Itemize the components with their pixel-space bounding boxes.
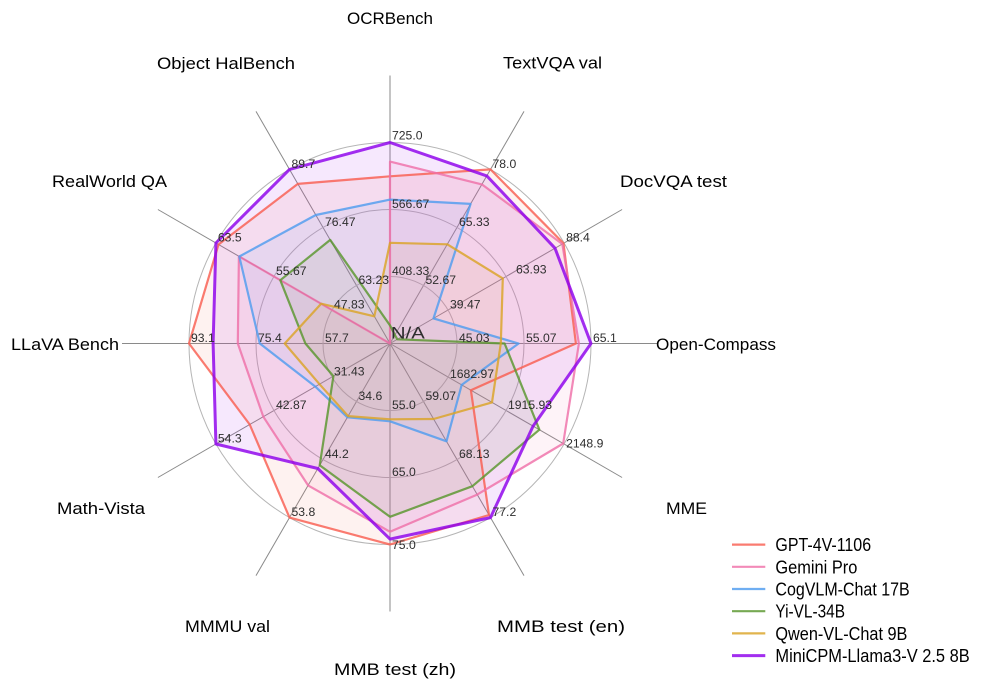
svg-text:65.33: 65.33 [459, 215, 490, 229]
svg-text:RealWorld QA: RealWorld QA [52, 173, 167, 191]
svg-text:93.1: 93.1 [191, 331, 215, 345]
svg-text:63.5: 63.5 [218, 231, 242, 245]
svg-text:65.0: 65.0 [392, 465, 416, 479]
svg-text:57.7: 57.7 [325, 331, 349, 345]
svg-text:63.23: 63.23 [359, 273, 390, 287]
svg-text:N/A: N/A [391, 324, 426, 343]
svg-text:44.2: 44.2 [325, 447, 349, 461]
svg-text:63.93: 63.93 [516, 263, 547, 277]
svg-text:77.2: 77.2 [493, 505, 517, 519]
svg-text:55.67: 55.67 [276, 264, 307, 278]
svg-text:75.4: 75.4 [258, 331, 282, 345]
svg-text:54.3: 54.3 [218, 432, 242, 446]
svg-text:566.67: 566.67 [392, 197, 429, 211]
svg-text:59.07: 59.07 [426, 389, 457, 403]
svg-text:Math-Vista: Math-Vista [57, 500, 146, 518]
svg-text:Object HalBench: Object HalBench [157, 55, 295, 73]
svg-text:31.43: 31.43 [334, 365, 365, 379]
svg-text:42.87: 42.87 [276, 398, 307, 412]
svg-text:408.33: 408.33 [392, 264, 429, 278]
svg-text:MMMU val: MMMU val [185, 618, 270, 636]
svg-text:Yi-VL-34B: Yi-VL-34B [775, 602, 845, 622]
svg-text:76.47: 76.47 [325, 215, 356, 229]
svg-text:GPT-4V-1106: GPT-4V-1106 [775, 535, 871, 555]
svg-text:39.47: 39.47 [450, 298, 481, 312]
svg-text:MMB test (zh): MMB test (zh) [334, 661, 456, 679]
svg-text:MME: MME [666, 500, 707, 518]
svg-text:88.4: 88.4 [566, 231, 590, 245]
svg-text:52.67: 52.67 [426, 273, 457, 287]
svg-text:Qwen-VL-Chat 9B: Qwen-VL-Chat 9B [775, 624, 907, 644]
svg-text:55.0: 55.0 [392, 398, 416, 412]
svg-text:MiniCPM-Llama3-V 2.5 8B: MiniCPM-Llama3-V 2.5 8B [775, 646, 969, 666]
svg-text:725.0: 725.0 [392, 129, 423, 143]
svg-text:Open-Compass: Open-Compass [656, 336, 776, 354]
svg-text:47.83: 47.83 [334, 298, 365, 312]
svg-text:68.13: 68.13 [459, 447, 490, 461]
svg-text:75.0: 75.0 [392, 538, 416, 552]
svg-text:1682.97: 1682.97 [450, 367, 494, 381]
svg-text:1915.93: 1915.93 [508, 398, 552, 412]
svg-text:MMB test (en): MMB test (en) [497, 618, 625, 636]
svg-text:89.7: 89.7 [292, 157, 316, 171]
svg-text:34.6: 34.6 [359, 389, 383, 403]
svg-text:78.0: 78.0 [493, 157, 517, 171]
svg-text:2148.9: 2148.9 [566, 437, 603, 451]
svg-text:53.8: 53.8 [292, 505, 316, 519]
svg-text:65.1: 65.1 [593, 331, 617, 345]
svg-text:LLaVA Bench: LLaVA Bench [11, 336, 119, 354]
svg-text:45.03: 45.03 [459, 331, 490, 345]
svg-text:OCRBench: OCRBench [347, 10, 433, 28]
svg-text:Gemini Pro: Gemini Pro [775, 557, 857, 577]
svg-text:TextVQA val: TextVQA val [503, 55, 602, 73]
svg-text:DocVQA test: DocVQA test [620, 173, 727, 191]
svg-text:55.07: 55.07 [526, 331, 557, 345]
svg-text:CogVLM-Chat 17B: CogVLM-Chat 17B [775, 580, 909, 600]
